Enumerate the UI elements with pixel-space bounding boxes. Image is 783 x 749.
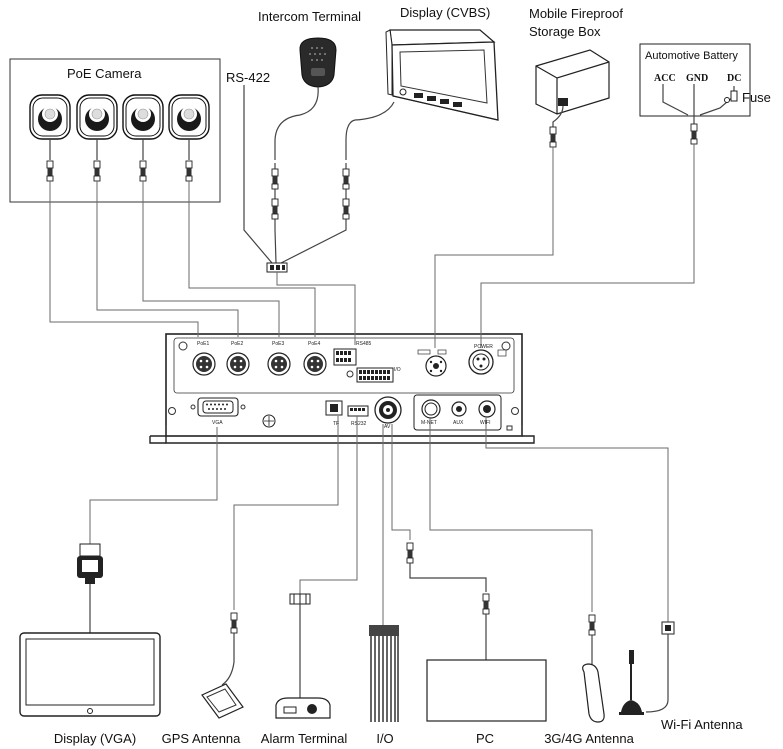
antenna-3g4g-label: 3G/4G Antenna	[544, 731, 634, 746]
port-poe2: PoE2	[231, 341, 244, 347]
display-vga	[19, 543, 161, 717]
intercom-terminal	[274, 37, 337, 160]
gps-antenna	[201, 612, 244, 719]
rs422-bundle	[243, 85, 356, 345]
port-mnet: M-NET	[421, 420, 437, 426]
display-cvbs	[345, 29, 499, 160]
fuse-label: Fuse	[742, 90, 771, 105]
display-vga-label: Display (VGA)	[53, 731, 137, 746]
mobile-fireproof-label-line2: Storage Box	[529, 24, 601, 39]
port-vga: VGA	[212, 420, 223, 426]
alarm-terminal-label: Alarm Terminal	[260, 731, 348, 746]
gnd-label: GND	[686, 73, 709, 84]
automotive-battery-label: Automotive Battery	[645, 50, 738, 62]
poe-camera-4	[168, 94, 210, 140]
poe-camera-group	[9, 58, 221, 203]
camera-cables	[49, 181, 316, 337]
mobile-fireproof-label-line1: Mobile Fireproof	[529, 6, 623, 21]
pc	[406, 542, 547, 722]
port-aux: AUX	[453, 420, 464, 426]
poe-camera-2	[76, 94, 118, 140]
port-rs485: RS485	[356, 341, 372, 347]
display-cvbs-label: Display (CVBS)	[400, 5, 491, 20]
alarm-terminal	[275, 593, 331, 719]
port-poe3: PoE3	[272, 341, 285, 347]
poe-camera-1	[29, 94, 71, 140]
intercom-terminal-label: Intercom Terminal	[258, 9, 362, 24]
rs422-label: RS-422	[226, 70, 271, 85]
port-wifi: WIFI	[480, 420, 491, 426]
poe-camera-3	[122, 94, 164, 140]
mobile-fireproof-storage-box	[434, 49, 610, 348]
port-av: AV	[384, 424, 391, 430]
gps-antenna-label: GPS Antenna	[161, 731, 241, 746]
automotive-battery	[480, 43, 751, 348]
port-power: POWER	[474, 344, 493, 350]
dc-label: DC	[727, 73, 742, 84]
wifi-antenna	[619, 621, 675, 715]
acc-label: ACC	[654, 73, 676, 84]
wifi-antenna-label: Wi-Fi Antenna	[661, 717, 743, 732]
antenna-3g4g	[582, 614, 605, 723]
port-poe4: PoE4	[308, 341, 321, 347]
mdvr-device	[149, 333, 535, 444]
poe-camera-label: PoE Camera	[67, 66, 142, 81]
port-io: I/O	[394, 367, 401, 373]
port-tf: TF	[333, 421, 340, 427]
port-poe1: PoE1	[197, 341, 210, 347]
pc-label: PC	[475, 731, 495, 746]
io-label: I/O	[376, 731, 394, 746]
io-wire-bundle	[369, 625, 399, 722]
bottom-cables	[89, 416, 669, 625]
port-rs232: RS232	[351, 421, 367, 427]
